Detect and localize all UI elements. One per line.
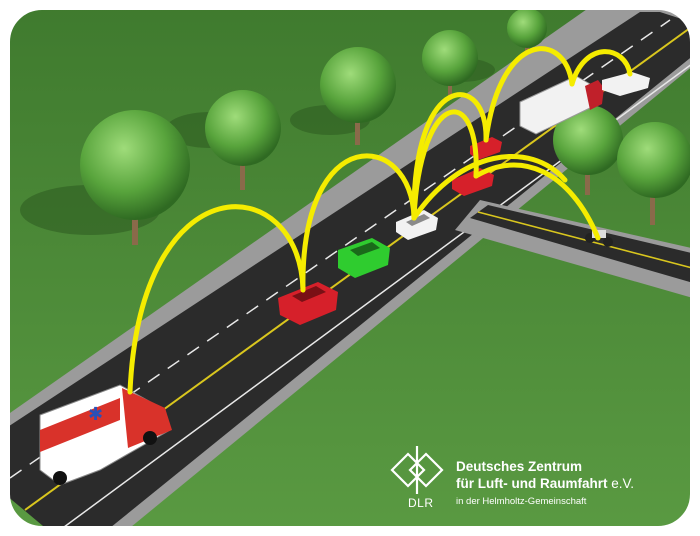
dlr-logo: DLR Deutsches Zentrum für Luft- und Raum… xyxy=(386,438,676,518)
signal-arc xyxy=(473,162,601,241)
tree xyxy=(617,122,692,225)
green-car xyxy=(338,238,390,278)
ambulance: ✱ xyxy=(39,384,172,486)
signal-arcs xyxy=(127,46,633,395)
signal-arc xyxy=(411,92,489,221)
tree xyxy=(553,105,623,195)
red-car xyxy=(452,168,494,196)
logo-line-2-main: für Luft- und Raumfahrt xyxy=(456,476,608,491)
logo-line-1: Deutsches Zentrum xyxy=(456,459,583,474)
tree xyxy=(205,90,281,190)
signal-arc xyxy=(411,109,479,221)
tree xyxy=(422,30,478,100)
tree xyxy=(507,8,547,52)
signal-arc xyxy=(569,49,633,87)
frame xyxy=(6,6,694,530)
tree xyxy=(320,47,396,145)
logo-text: Deutsches Zentrum für Luft- und Raumfahr… xyxy=(456,458,634,511)
white-car xyxy=(396,210,438,240)
tree xyxy=(80,110,190,245)
logo-line-2-suffix: e.V. xyxy=(611,476,635,491)
logo-line-2: für Luft- und Raumfahrt e.V. xyxy=(456,475,634,492)
signal-arc xyxy=(411,154,568,221)
svg-text:✱: ✱ xyxy=(88,404,103,425)
logo-line-3: in der Helmholtz-Gemeinschaft xyxy=(456,496,587,507)
white-car xyxy=(602,72,650,96)
signal-arc xyxy=(127,204,306,395)
signal-arc xyxy=(483,46,575,143)
signal-arc xyxy=(300,153,417,293)
red-car xyxy=(278,282,338,325)
dlr-emblem-icon xyxy=(390,446,444,494)
logo-abbreviation: DLR xyxy=(408,496,434,510)
